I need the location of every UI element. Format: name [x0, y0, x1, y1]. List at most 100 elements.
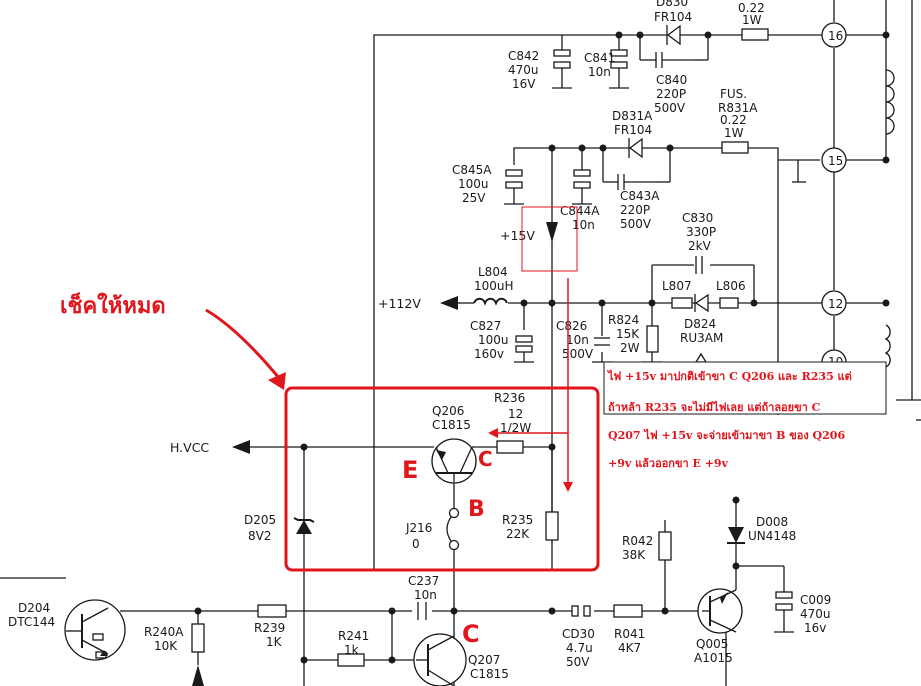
svg-text:D204: D204 [18, 601, 50, 615]
transistor-d204-symbol [64, 599, 126, 661]
svg-text:D008: D008 [756, 515, 788, 529]
svg-text:UN4148: UN4148 [748, 529, 796, 543]
plus15v-highlight-box [521, 206, 578, 272]
pin-15 [821, 147, 847, 173]
svg-text:12: 12 [828, 297, 843, 311]
svg-text:10n: 10n [566, 333, 589, 347]
svg-text:500V: 500V [654, 101, 686, 115]
svg-text:1k: 1k [344, 643, 359, 657]
svg-text:Q206: Q206 [432, 404, 464, 418]
svg-text:50V: 50V [566, 655, 590, 669]
svg-text:CD30: CD30 [562, 627, 595, 641]
svg-text:H.VCC: H.VCC [170, 440, 209, 455]
svg-text:15K: 15K [616, 327, 640, 341]
svg-text:1/2W: 1/2W [500, 421, 531, 435]
svg-text:16: 16 [828, 29, 843, 43]
svg-text:0.22: 0.22 [738, 1, 765, 15]
svg-text:16V: 16V [512, 77, 536, 91]
svg-text:25V: 25V [462, 191, 486, 205]
svg-text:100uH: 100uH [474, 279, 514, 293]
svg-text:10n: 10n [414, 588, 437, 602]
svg-text:C237: C237 [408, 574, 439, 588]
svg-text:C826: C826 [556, 319, 587, 333]
svg-text:220P: 220P [656, 87, 686, 101]
svg-text:J216: J216 [405, 521, 432, 535]
svg-text:C841: C841 [584, 51, 615, 65]
svg-text:100u: 100u [478, 333, 509, 347]
svg-text:1W: 1W [742, 13, 762, 27]
svg-text:C842: C842 [508, 49, 539, 63]
svg-text:15: 15 [828, 154, 843, 168]
svg-text:100u: 100u [458, 177, 489, 191]
svg-text:C830: C830 [682, 211, 713, 225]
svg-text:22K: 22K [506, 527, 530, 541]
note-text-line1: ไฟ +15v มาปกติเข้าขา C Q206 และ R235 แต่ [606, 369, 852, 383]
note-text-line2: ถ้าหล้า R235 จะไม่มีไฟเลย แต่ถ้าลอยขา C [608, 400, 821, 414]
svg-text:Q005: Q005 [696, 637, 728, 651]
svg-text:FR104: FR104 [614, 123, 652, 137]
svg-text:330P: 330P [686, 225, 716, 239]
red-annotations: เช็คให้หมด ไฟ +15v มาปกติเข้าขา C Q206 แ… [60, 206, 887, 648]
svg-text:D824: D824 [684, 317, 716, 331]
svg-text:D831A: D831A [612, 109, 653, 123]
svg-text:16v: 16v [804, 621, 826, 635]
svg-text:B: B [468, 497, 485, 522]
focus-region-box [284, 386, 600, 572]
svg-text:R241: R241 [338, 629, 369, 643]
junction-dots [194, 31, 890, 664]
svg-text:C1815: C1815 [470, 667, 509, 681]
svg-text:220P: 220P [620, 203, 650, 217]
svg-text:10n: 10n [572, 218, 595, 232]
svg-text:160v: 160v [474, 347, 504, 361]
svg-text:R239: R239 [254, 621, 285, 635]
svg-text:L806: L806 [716, 279, 746, 293]
svg-text:R041: R041 [614, 627, 645, 641]
svg-text:C827: C827 [470, 319, 501, 333]
svg-text:500V: 500V [620, 217, 652, 231]
svg-text:DTC144: DTC144 [8, 615, 55, 629]
svg-text:C845A: C845A [452, 163, 492, 177]
svg-text:470u: 470u [800, 607, 831, 621]
svg-text:R042: R042 [622, 534, 653, 548]
note-text-line4: +9v แล้วออกขา E +9v [608, 457, 729, 470]
component-labels: D830 FR104 0.22 1W C842 470u 16V C841 10… [8, 0, 843, 681]
svg-text:0.22: 0.22 [720, 113, 747, 127]
svg-text:10K: 10K [154, 639, 178, 653]
svg-text:C: C [478, 447, 493, 471]
check-all-annotation: เช็คให้หมด [60, 291, 166, 319]
svg-text:C840: C840 [656, 73, 687, 87]
svg-text:C843A: C843A [620, 189, 660, 203]
note-box [603, 361, 887, 415]
svg-text:R235: R235 [502, 513, 533, 527]
svg-text:E: E [402, 456, 418, 484]
svg-text:C: C [462, 620, 480, 648]
svg-text:Q207: Q207 [468, 653, 500, 667]
svg-text:1K: 1K [266, 635, 283, 649]
note-text-line3: Q207 ไฟ +15v จะจ่ายเข้ามาขา B ของ Q206 [608, 428, 845, 442]
svg-text:8V2: 8V2 [248, 529, 271, 543]
svg-text:R831A: R831A [718, 101, 758, 115]
svg-text:C009: C009 [800, 593, 831, 607]
svg-text:FUS.: FUS. [720, 87, 747, 101]
svg-text:470u: 470u [508, 63, 539, 77]
svg-text:C844A: C844A [560, 204, 600, 218]
svg-text:4.7u: 4.7u [566, 641, 593, 655]
svg-text:D830: D830 [656, 0, 688, 9]
svg-text:D205: D205 [244, 513, 276, 527]
components [64, 22, 895, 686]
svg-text:RU3AM: RU3AM [680, 331, 723, 345]
svg-text:R824: R824 [608, 313, 639, 327]
svg-text:10n: 10n [588, 65, 611, 79]
svg-text:FR104: FR104 [654, 10, 692, 24]
svg-text:500V: 500V [562, 347, 594, 361]
svg-text:2kV: 2kV [688, 239, 712, 253]
svg-text:C1815: C1815 [432, 418, 471, 432]
svg-text:R240A: R240A [144, 625, 184, 639]
svg-text:+112V: +112V [378, 296, 421, 311]
svg-text:R236: R236 [494, 391, 525, 405]
svg-text:L804: L804 [478, 265, 508, 279]
svg-text:A1015: A1015 [694, 651, 733, 665]
svg-text:L807: L807 [662, 279, 692, 293]
